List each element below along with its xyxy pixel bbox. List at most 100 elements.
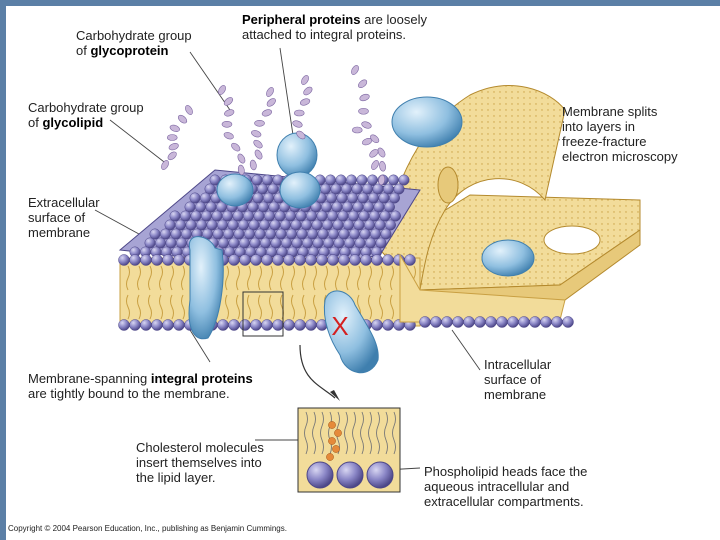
label-cholesterol: Cholesterol molecules insert themselves … bbox=[136, 440, 264, 485]
phospholipid-head bbox=[160, 228, 171, 240]
phospholipid-head bbox=[393, 183, 405, 195]
sugar-unit bbox=[261, 109, 273, 117]
label-line: into layers in bbox=[562, 119, 635, 134]
lipid-tail bbox=[236, 294, 240, 320]
phospholipid-head bbox=[540, 316, 552, 328]
phospholipid-head bbox=[239, 319, 251, 331]
lipid-tail bbox=[269, 294, 273, 320]
sugar-unit bbox=[161, 160, 169, 170]
phospholipid-head bbox=[272, 254, 284, 266]
phospholipid-head bbox=[474, 316, 486, 328]
lipid-tail bbox=[269, 265, 273, 291]
phospholipid-head bbox=[441, 316, 453, 328]
phospholipid-head bbox=[261, 319, 273, 331]
sugar-unit bbox=[237, 164, 245, 176]
lipid-tail bbox=[236, 265, 240, 291]
lipid-tail bbox=[137, 265, 141, 291]
lipid-tail bbox=[304, 411, 308, 455]
phospholipid-head bbox=[222, 210, 233, 222]
lipid-tail bbox=[126, 294, 130, 320]
phospholipid-head bbox=[151, 319, 163, 331]
label-line: Intracellular bbox=[484, 357, 552, 372]
lipid-tail bbox=[390, 294, 394, 320]
phospholipid-head bbox=[129, 254, 141, 266]
label-line: Cholesterol molecules bbox=[136, 440, 264, 455]
phospholipid-head bbox=[162, 254, 174, 266]
phospholipid-head bbox=[169, 210, 181, 222]
phospholipid-head bbox=[388, 174, 399, 186]
cholesterol-unit bbox=[328, 421, 336, 429]
lipid-tail bbox=[376, 411, 380, 455]
lipid-tail bbox=[384, 411, 388, 455]
sugar-unit bbox=[251, 130, 262, 138]
phospholipid-head bbox=[296, 228, 308, 240]
phospholipid-head bbox=[173, 319, 185, 331]
phospholipid-head bbox=[211, 210, 223, 222]
phospholipid-head bbox=[390, 210, 401, 222]
phospholipid-head bbox=[265, 228, 276, 240]
phospholipid-head bbox=[496, 316, 508, 328]
lipid-tail bbox=[148, 294, 152, 320]
lipid-tail bbox=[360, 411, 364, 455]
phospholipid-head bbox=[243, 210, 254, 222]
label-line: membrane bbox=[28, 225, 91, 240]
sugar-unit bbox=[293, 109, 305, 117]
sugar-unit bbox=[371, 160, 379, 170]
label-line: aqueous intracellular and bbox=[424, 479, 570, 494]
phospholipid-head bbox=[162, 319, 174, 331]
sugar-unit bbox=[266, 98, 276, 107]
label-line: Carbohydrate group bbox=[28, 100, 144, 115]
phospholipid-head bbox=[129, 319, 141, 331]
protein-top-left bbox=[216, 173, 254, 207]
phospholipid-head bbox=[272, 319, 284, 331]
copyright-notice: Copyright © 2004 Pearson Education, Inc.… bbox=[8, 524, 287, 533]
lipid-tail bbox=[328, 411, 332, 455]
label-bold: integral proteins bbox=[150, 371, 253, 386]
frame-left-border bbox=[0, 0, 6, 540]
label-line: Extracellular bbox=[28, 195, 100, 210]
label-carbohydrate-glycolipid: Carbohydrate group of glycolipid bbox=[28, 100, 144, 130]
phospholipid-head bbox=[118, 254, 130, 266]
lipid-tail bbox=[312, 411, 316, 455]
phospholipid-head bbox=[181, 228, 192, 240]
phospholipid-head bbox=[327, 254, 339, 266]
sugar-unit bbox=[218, 85, 226, 95]
sugar-unit bbox=[237, 153, 246, 164]
phospholipid-head bbox=[239, 254, 251, 266]
label-line: Membrane-spanning bbox=[28, 371, 151, 386]
phospholipid-head bbox=[149, 228, 161, 240]
frame-top-border bbox=[0, 0, 720, 6]
label-line: freeze-fracture bbox=[562, 134, 647, 149]
phospholipid-head bbox=[485, 316, 497, 328]
phospholipid-head bbox=[250, 319, 262, 331]
label-line: are tightly bound to the membrane. bbox=[28, 386, 230, 401]
phospholipid-head bbox=[389, 192, 400, 204]
label-bold: glycolipid bbox=[42, 115, 104, 130]
phospholipid-head bbox=[369, 210, 380, 222]
lipid-tail bbox=[302, 265, 306, 291]
sugar-unit bbox=[370, 134, 380, 144]
label-extracellular-surface: Extracellular surface of membrane bbox=[28, 195, 100, 240]
sugar-unit bbox=[361, 121, 372, 129]
sugar-unit bbox=[359, 93, 370, 102]
lipid-tail bbox=[313, 265, 317, 291]
sugar-unit bbox=[379, 160, 386, 172]
phospholipid-head bbox=[507, 316, 519, 328]
phospholipid-head bbox=[382, 254, 394, 266]
phospholipid-head bbox=[378, 192, 390, 204]
phospholipid-head bbox=[212, 228, 224, 240]
lipid-tail bbox=[159, 265, 163, 291]
phospholipid-head bbox=[286, 228, 297, 240]
label-integral-proteins: Membrane-spanning integral proteins are … bbox=[28, 371, 253, 401]
phospholipid-head bbox=[375, 237, 387, 249]
phospholipid-head bbox=[370, 228, 381, 240]
phospholipid-head bbox=[335, 174, 347, 186]
lipid-tail bbox=[137, 294, 141, 320]
phospholipid-head bbox=[316, 210, 328, 222]
phospholipid-head bbox=[404, 254, 416, 266]
label-line: electron microscopy bbox=[562, 149, 678, 164]
peripheral-protein-1 bbox=[276, 132, 318, 178]
cholesterol-unit bbox=[332, 445, 340, 453]
phospholipid-head bbox=[367, 174, 378, 186]
phospholipid-head bbox=[337, 210, 349, 222]
